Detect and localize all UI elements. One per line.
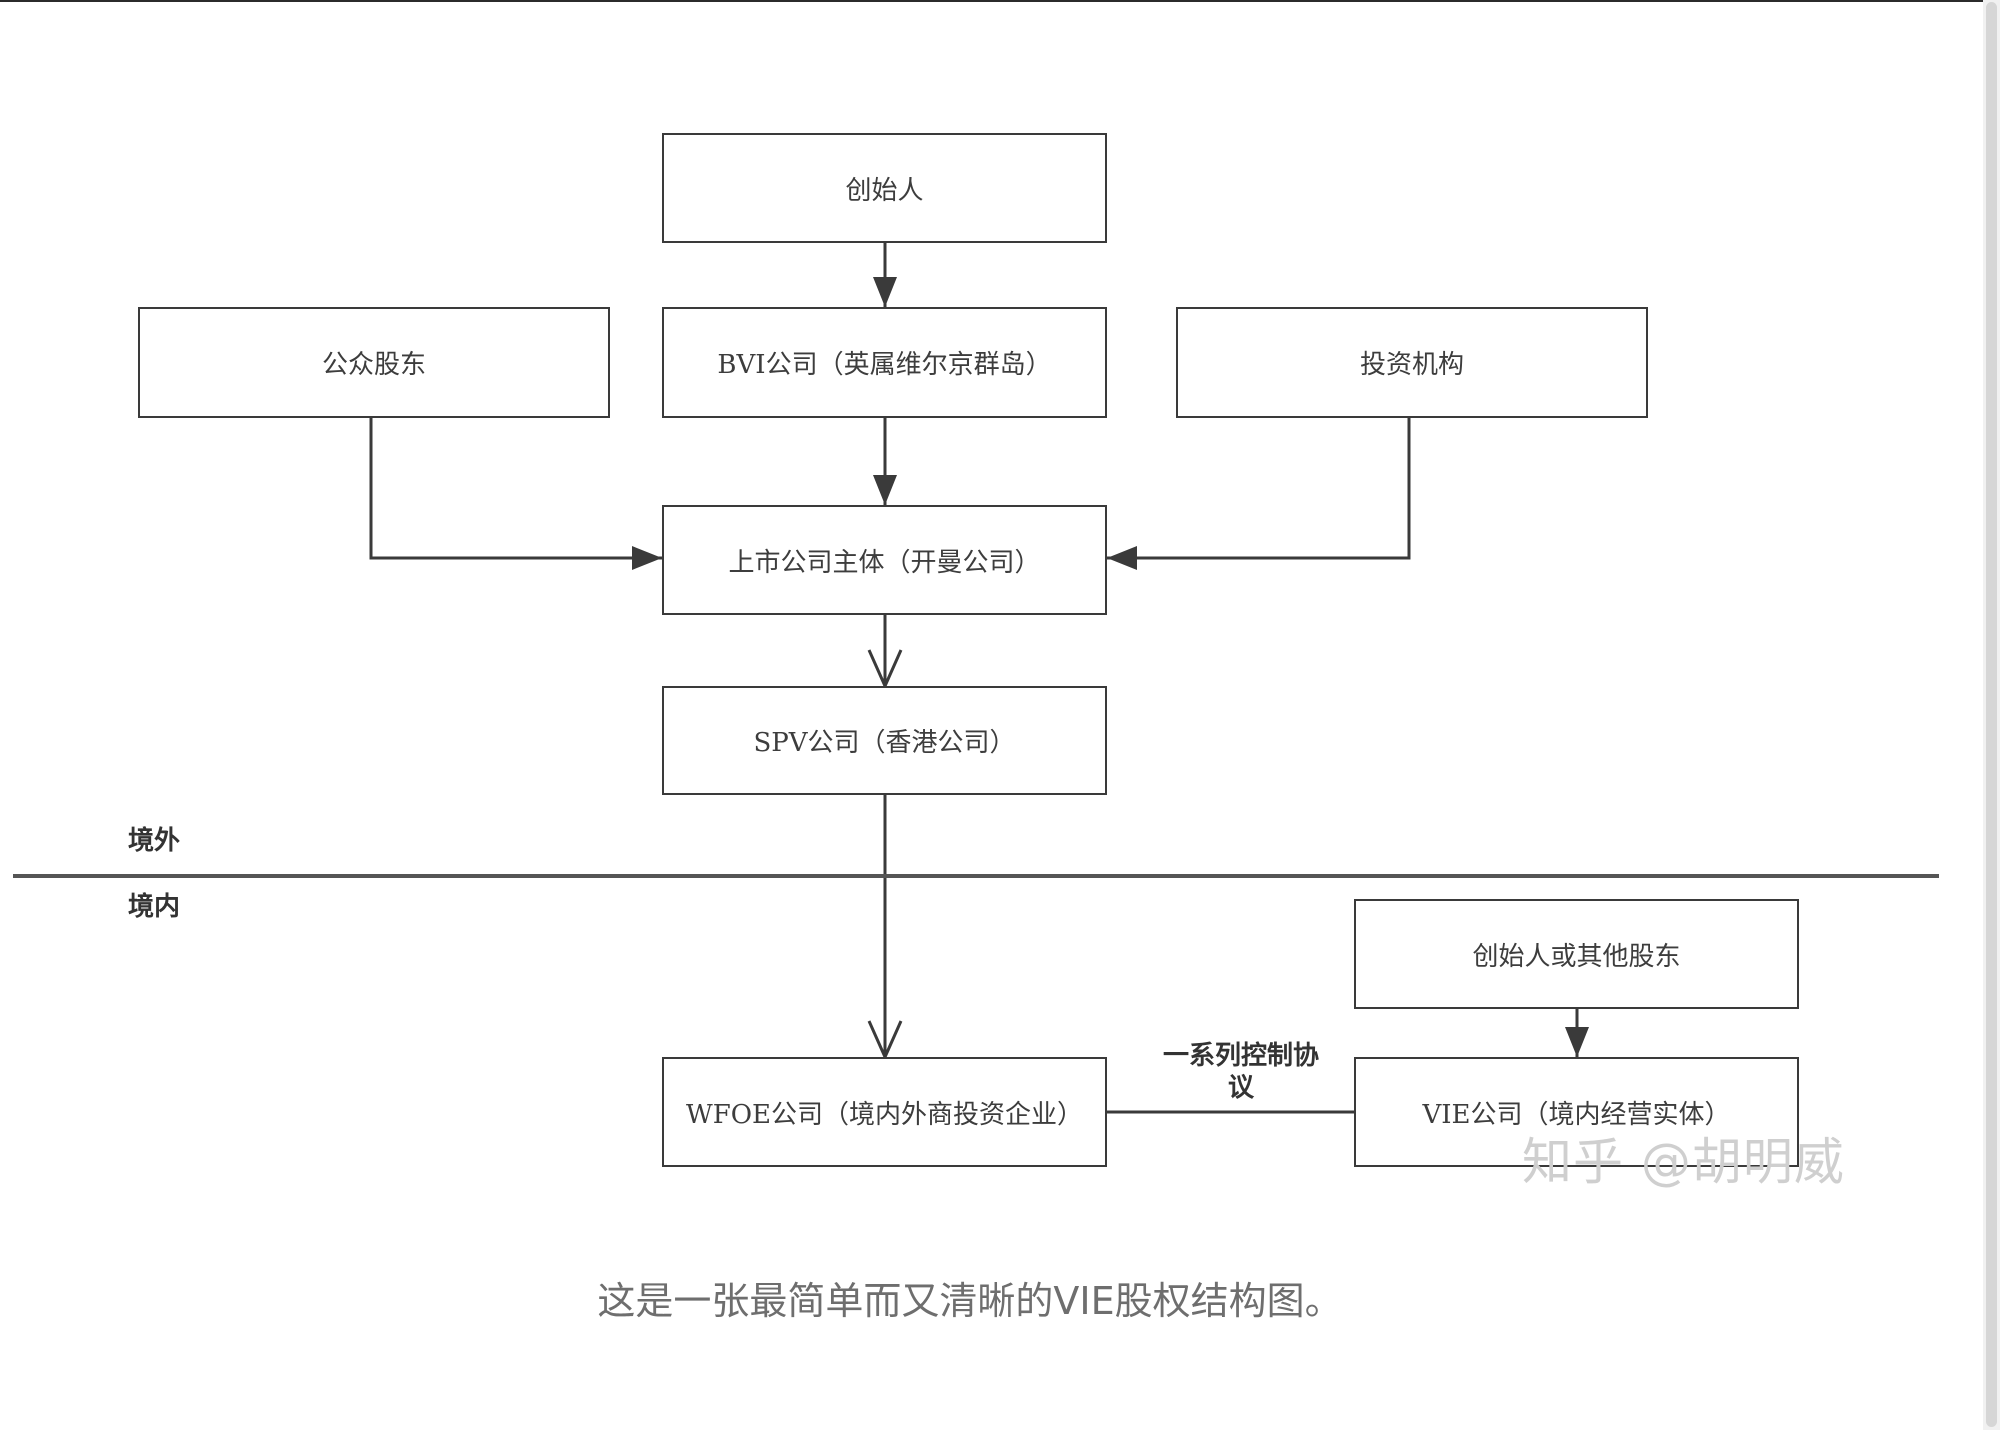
node-wfoe-company: WFOE公司（境内外商投资企业） xyxy=(662,1057,1107,1167)
control-agreements-label: 一系列控制协 议 xyxy=(1118,1040,1364,1104)
edge-investors-to-listed xyxy=(1107,418,1411,570)
vertical-scrollbar[interactable] xyxy=(1983,0,2000,1430)
node-bvi-company: BVI公司（英属维尔京群岛） xyxy=(662,307,1107,418)
zhihu-watermark: 知乎 @胡明威 xyxy=(1522,1133,1845,1191)
top-border xyxy=(0,0,2000,2)
node-listed-entity: 上市公司主体（开曼公司） xyxy=(662,505,1107,615)
region-label-offshore: 境外 xyxy=(128,826,181,856)
edge-public-to-listed xyxy=(369,418,662,570)
node-vie-company: VIE公司（境内经营实体） xyxy=(1354,1057,1799,1167)
node-bvi-company-label: BVI公司（英属维尔京群岛） xyxy=(717,350,1052,380)
node-founder-or-other-shareholders-label: 创始人或其他股东 xyxy=(1472,941,1681,972)
node-founder-label: 创始人 xyxy=(845,175,924,206)
node-wfoe-company-label: WFOE公司（境内外商投资企业） xyxy=(685,1099,1084,1130)
figure-caption: 这是一张最简单而又清晰的VIE股权结构图。 xyxy=(597,1279,1343,1323)
node-investors-label: 投资机构 xyxy=(1359,350,1464,380)
node-vie-company-label: VIE公司（境内经营实体） xyxy=(1422,1099,1731,1130)
node-spv-company-label: SPV公司（香港公司） xyxy=(753,728,1016,758)
node-public-shareholders: 公众股东 xyxy=(138,307,610,418)
node-founder: 创始人 xyxy=(662,133,1107,243)
node-spv-company: SPV公司（香港公司） xyxy=(662,686,1107,795)
node-founder-or-other-shareholders: 创始人或其他股东 xyxy=(1354,899,1799,1009)
node-listed-entity-label: 上市公司主体（开曼公司） xyxy=(728,547,1041,578)
node-public-shareholders-label: 公众股东 xyxy=(321,350,426,380)
control-agreements-label-line1: 一系列控制协 xyxy=(1162,1041,1319,1071)
control-agreements-label-line2: 议 xyxy=(1227,1073,1254,1103)
scrollbar-thumb[interactable] xyxy=(1986,2,1997,1427)
node-investors: 投资机构 xyxy=(1176,307,1648,418)
region-label-onshore: 境内 xyxy=(128,892,181,922)
